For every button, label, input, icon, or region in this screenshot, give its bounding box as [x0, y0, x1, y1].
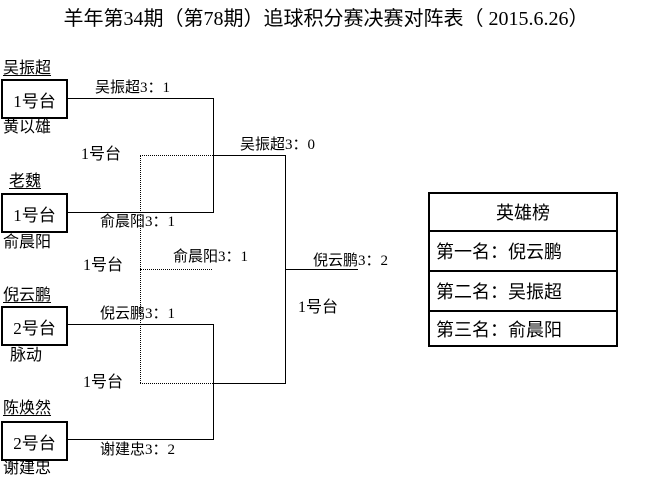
table-box: 2号台: [1, 306, 68, 346]
table-label-semi1: 1号台: [81, 146, 122, 163]
result-final: 倪云鹏3：2: [313, 253, 389, 269]
result-round1-match3: 倪云鹏3：1: [100, 306, 176, 322]
table-box-label: 1号台: [13, 205, 56, 225]
standings-row-first: 第一名：倪云鹏: [430, 232, 616, 272]
table-box-label: 2号台: [13, 433, 56, 453]
player-name-bottom: 俞晨阳: [3, 234, 52, 251]
table-label-third: 1号台: [83, 257, 124, 274]
dotted-line-semi1-loser: [140, 155, 213, 156]
player-name-top: 吴振超: [3, 60, 52, 77]
result-round1-match1: 吴振超3：1: [95, 80, 171, 96]
page-title: 羊年第34期（第78期）追球积分赛决赛对阵表（ 2015.6.26）: [63, 8, 589, 30]
table-box-label: 1号台: [13, 91, 56, 111]
standings-row-third: 第三名：俞晨阳: [436, 319, 562, 340]
dotted-line-third-place: [140, 269, 212, 270]
player-name-bottom: 脉动: [10, 347, 43, 364]
player-name-top: 陈焕然: [3, 400, 52, 417]
bracket-line-match1: [67, 98, 214, 99]
table-label-semi2: 1号台: [83, 374, 124, 391]
result-round1-match2: 俞晨阳3：1: [100, 214, 176, 230]
table-label-final: 1号台: [298, 299, 339, 316]
bracket-line-final: [285, 269, 358, 270]
result-semifinal1: 吴振超3：0: [240, 137, 316, 153]
standings-header: 英雄榜: [430, 194, 616, 232]
table-box: 2号台: [1, 421, 68, 461]
standings-row-second: 第二名：吴振超: [430, 272, 616, 312]
result-round1-match4: 谢建忠3：2: [100, 442, 176, 458]
bracket-line-semi2: [213, 383, 286, 384]
player-name-bottom: 黄以雄: [3, 119, 52, 136]
table-box-label: 2号台: [13, 318, 56, 338]
dotted-line-semi2-loser: [140, 383, 213, 384]
player-name-top: 老魏: [9, 173, 42, 190]
player-name-top: 倪云鹏: [3, 287, 52, 304]
hero-standings-table: 英雄榜 第一名：倪云鹏 第二名：吴振超 第三名：俞晨阳: [428, 192, 618, 347]
bracket-line-semi1: [213, 155, 286, 156]
table-box: 1号台: [1, 79, 68, 119]
table-box: 1号台: [1, 193, 68, 233]
bracket-connector-bottom: [213, 324, 214, 440]
bracket-line-match4: [67, 439, 214, 440]
player-name-bottom: 谢建忠: [3, 460, 52, 477]
result-third-place: 俞晨阳3：1: [173, 249, 249, 265]
